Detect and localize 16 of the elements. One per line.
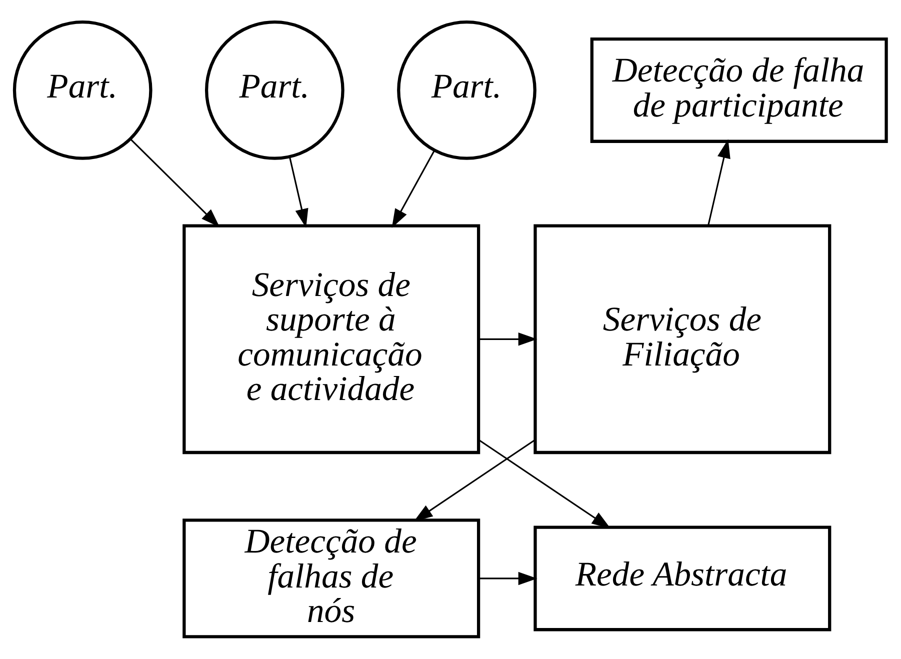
node-circle: Part. (12, 20, 152, 160)
arrow (478, 332, 538, 346)
arrow (392, 150, 435, 228)
arrow (414, 439, 536, 522)
node-box: Detecção de falha de participante (590, 37, 888, 143)
node-box: Rede Abstracta (534, 526, 832, 632)
node-circle: Part. (397, 20, 536, 160)
arrow (708, 139, 730, 226)
node-box: Serviços de suporte à comunicação e actividade (182, 224, 480, 454)
arrow (288, 156, 308, 228)
arrow (130, 138, 220, 228)
arrow (478, 572, 538, 586)
node-box: Detecção de falhas de nós (182, 518, 480, 638)
node-box: Serviços de Filiação (534, 224, 832, 454)
node-circle: Part. (204, 20, 344, 160)
arrow (478, 439, 611, 529)
